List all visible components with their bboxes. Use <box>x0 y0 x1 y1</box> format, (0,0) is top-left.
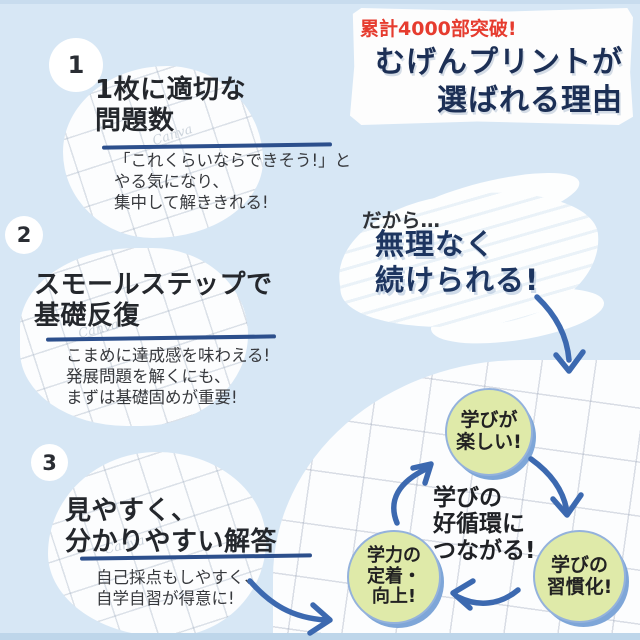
reason-2-number-badge: 2 <box>5 216 43 254</box>
conclusion-line-1: 無理なく <box>375 227 496 261</box>
cycle-center-line-3: つながる! <box>433 537 536 564</box>
reason-1-description-line-3: 集中して解ききれる! <box>114 192 269 212</box>
reason-2-heading-line-2: 基礎反復 <box>34 301 141 332</box>
milestone-badge: 累計4000部突破! <box>360 18 517 40</box>
reason-2-description-line-1: こまめに達成感を味わえる! <box>66 346 271 365</box>
reason-3-heading-line-2: 分かりやすい解答 <box>65 527 278 558</box>
reason-1-description-line-2: やる気になり、 <box>114 171 229 191</box>
reason-1-heading-line-2: 問題数 <box>95 106 175 137</box>
title-card: 累計4000部突破! むげんプリントが 選ばれる理由 <box>350 8 633 125</box>
cycle-node-fun-line-2: 楽しい! <box>456 431 522 453</box>
cycle-center-line-1: 学びの <box>433 485 502 511</box>
reason-3-description-line-1: 自己採点もしやすく、 <box>96 568 261 587</box>
reason-2-description-line-2: 発展問題を解くにも、 <box>66 366 231 386</box>
reason-1-description: 「これくらいならできそう!」と やる気になり、 集中して解ききれる! <box>114 151 351 213</box>
cycle-node-fun-line-1: 学びが <box>460 409 518 432</box>
reason-2-heading-line-1: スモールステップで <box>34 270 273 300</box>
bottom-edge-strip <box>0 633 640 640</box>
conclusion-text: 無理なく 続けられる! <box>375 227 539 299</box>
reason-1-number-badge: 1 <box>49 38 103 92</box>
reason-2-description: こまめに達成感を味わえる! 発展問題を解くにも、 まずは基礎固めが重要! <box>66 346 270 408</box>
reason-1-heading-line-1: 1枚に適切な <box>95 75 247 105</box>
top-edge-strip <box>0 0 640 4</box>
cycle-node-achievement-line-1: 学力の <box>367 544 421 566</box>
reason-3-heading-line-1: 見やすく、 <box>65 496 198 526</box>
page-title: むげんプリントが 選ばれる理由 <box>375 44 623 120</box>
cycle-node-achievement-line-2: 定着・ <box>367 565 421 587</box>
cycle-node-fun: 学びが 楽しい! <box>445 388 533 476</box>
reason-1-description-line-1: 「これくらいならできそう!」と <box>114 151 352 170</box>
cycle-node-achievement: 学力の 定着・ 向上! <box>347 530 441 624</box>
reason-1-paper-blob <box>63 66 263 238</box>
reason-3-number-badge: 3 <box>31 444 68 481</box>
cycle-center-line-2: 好循環に <box>433 511 525 538</box>
cycle-node-achievement-line-3: 向上! <box>371 586 417 608</box>
reason-3-description: 自己採点もしやすく、 自学自習が得意に! <box>96 568 261 610</box>
cycle-node-habit-line-2: 習慣化! <box>546 575 613 598</box>
page-title-line-2: 選ばれる理由 <box>437 83 623 118</box>
reason-1-heading: 1枚に適切な 問題数 <box>95 75 246 137</box>
reason-3-heading: 見やすく、 分かりやすい解答 <box>65 496 277 558</box>
cycle-node-habit-line-1: 学びの <box>550 553 608 576</box>
cycle-node-habit: 学びの 習慣化! <box>533 530 626 623</box>
conclusion-line-2: 続けられる! <box>375 262 540 297</box>
reason-2-heading: スモールステップで 基礎反復 <box>34 270 273 332</box>
cycle-center-label: 学びの 好循環に つながる! <box>433 485 536 564</box>
reason-3-paper-blob <box>48 452 266 637</box>
conclusion-lead: だから… <box>362 209 441 232</box>
reason-3-description-line-2: 自学自習が得意に! <box>96 588 235 608</box>
reason-2-description-line-3: まずは基礎固めが重要! <box>66 387 238 407</box>
page-title-line-1: むげんプリントが <box>375 45 623 80</box>
